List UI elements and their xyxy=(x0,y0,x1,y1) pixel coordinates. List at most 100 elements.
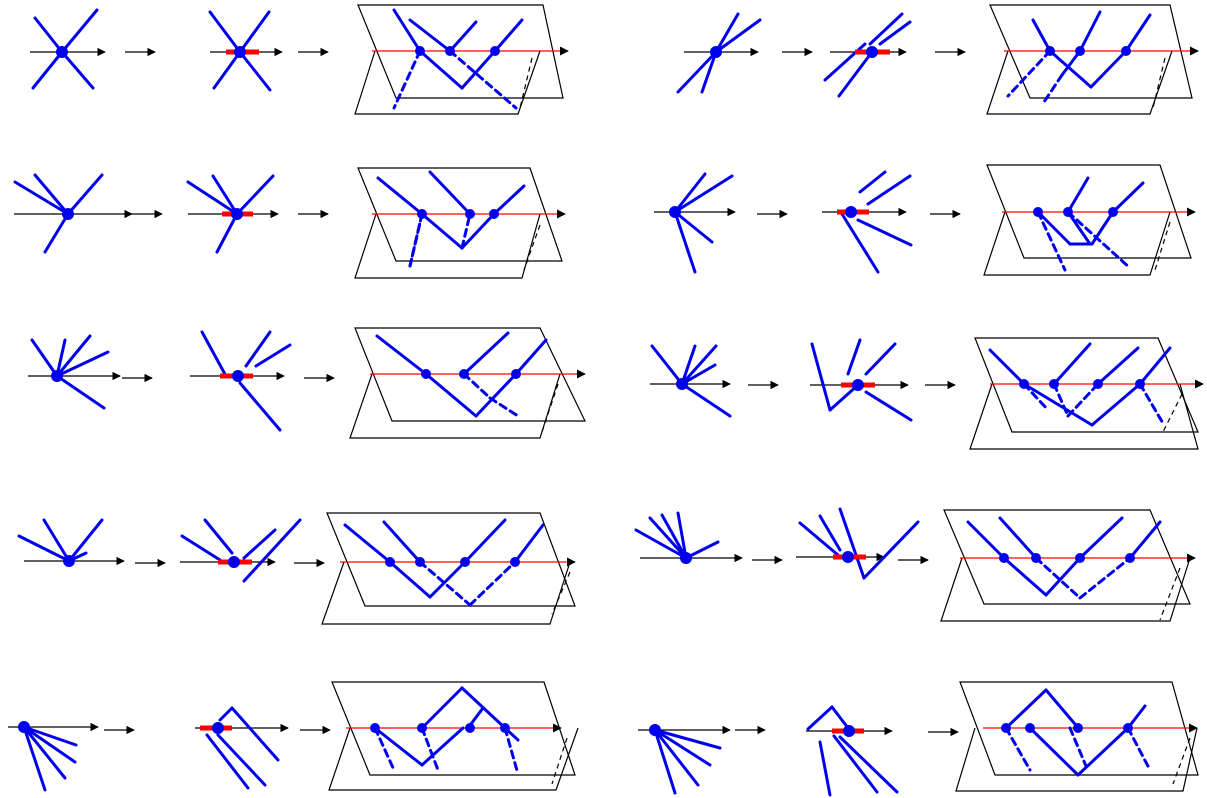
ray xyxy=(653,728,700,787)
ray xyxy=(22,725,47,792)
curve-edge xyxy=(513,523,545,564)
curve-edge xyxy=(1066,176,1090,214)
ray xyxy=(242,518,302,583)
intersection-point xyxy=(385,557,395,567)
hidden-curve-edge xyxy=(1068,726,1088,768)
row5-right-star xyxy=(638,724,731,795)
curve-edge xyxy=(1090,382,1142,427)
ray xyxy=(55,334,92,378)
ray xyxy=(42,518,71,563)
hidden-curve-edge xyxy=(1004,726,1032,772)
central-vertex xyxy=(649,724,661,736)
curve-edge xyxy=(343,523,392,564)
curve-edge xyxy=(460,212,496,250)
curve-edge xyxy=(1028,726,1080,777)
intersection-point xyxy=(465,723,475,733)
ray xyxy=(680,344,718,386)
row4-right-star xyxy=(634,511,743,564)
row3-left-resolved xyxy=(190,330,292,432)
curve-edge xyxy=(1036,210,1072,246)
ray xyxy=(818,514,842,552)
fold-line xyxy=(1172,737,1191,785)
curve-edge xyxy=(492,184,526,216)
ray xyxy=(832,734,879,794)
ray xyxy=(186,180,239,216)
ray xyxy=(673,210,697,274)
ray xyxy=(830,705,850,730)
row2-right-resolved xyxy=(822,170,913,274)
curve-edge xyxy=(373,726,424,767)
intersection-point xyxy=(417,209,427,219)
ray xyxy=(215,212,239,254)
intersection-point xyxy=(1033,207,1043,217)
ray xyxy=(823,42,867,82)
hidden-curve-edge xyxy=(460,212,472,250)
ray xyxy=(676,50,718,94)
ray xyxy=(818,740,832,797)
ray xyxy=(868,12,904,46)
hidden-curve-edge xyxy=(1042,73,1064,104)
ray xyxy=(22,725,77,764)
curve-edge xyxy=(388,560,432,599)
row4-right-resolved xyxy=(796,507,920,580)
row3-left-plane xyxy=(349,327,586,439)
row2-right-star xyxy=(654,172,736,274)
row1-left-star xyxy=(30,8,106,90)
hidden-curve-edge xyxy=(1034,556,1082,600)
ray xyxy=(254,343,292,368)
central-vertex xyxy=(63,555,75,567)
upper-plane xyxy=(943,509,1191,605)
intersection-point xyxy=(370,723,380,733)
ray xyxy=(864,390,913,422)
ray xyxy=(846,338,862,376)
hidden-curve-edge xyxy=(418,560,472,607)
row4-left-plane xyxy=(321,512,576,625)
ray xyxy=(798,521,840,557)
hidden-curve-edge xyxy=(392,49,422,110)
ray xyxy=(208,10,242,54)
intersection-point xyxy=(460,557,470,567)
lower-plane xyxy=(969,383,1199,450)
ray xyxy=(828,383,860,412)
intersection-point xyxy=(1031,553,1041,563)
hidden-curve-edge xyxy=(503,726,520,776)
intersection-point xyxy=(421,369,431,379)
intersection-point xyxy=(1121,46,1131,56)
ray xyxy=(810,342,832,412)
ray xyxy=(180,534,222,562)
row2-right-plane xyxy=(983,164,1196,276)
ray xyxy=(33,16,64,54)
hidden-curve-edge xyxy=(462,372,492,400)
lower-plane xyxy=(955,727,1198,792)
ray xyxy=(67,518,104,563)
ray xyxy=(22,725,67,780)
central-vertex xyxy=(843,725,855,737)
intersection-point xyxy=(999,553,1009,563)
row1-right-resolved xyxy=(823,12,912,98)
curve-edge xyxy=(428,170,472,216)
ray xyxy=(838,507,866,580)
row1-right-star xyxy=(676,12,762,94)
central-vertex xyxy=(710,46,722,58)
ray xyxy=(840,212,880,274)
central-vertex xyxy=(228,556,240,568)
intersection-point xyxy=(459,369,469,379)
ray xyxy=(238,50,272,92)
central-vertex xyxy=(62,208,74,220)
ray xyxy=(238,381,282,432)
central-vertex xyxy=(231,208,243,220)
fold-line xyxy=(519,57,533,109)
curve-edge xyxy=(1078,10,1102,53)
curve-edge xyxy=(462,331,510,376)
ray xyxy=(714,12,740,54)
curve-edge xyxy=(1089,49,1128,89)
ray xyxy=(676,511,688,560)
ray xyxy=(878,20,912,46)
ray xyxy=(700,50,718,94)
intersection-point xyxy=(489,209,499,219)
hidden-curve-edge xyxy=(1138,382,1166,427)
ray xyxy=(856,218,913,247)
ray xyxy=(203,518,234,555)
upper-plane xyxy=(331,681,576,776)
central-vertex xyxy=(234,46,246,58)
